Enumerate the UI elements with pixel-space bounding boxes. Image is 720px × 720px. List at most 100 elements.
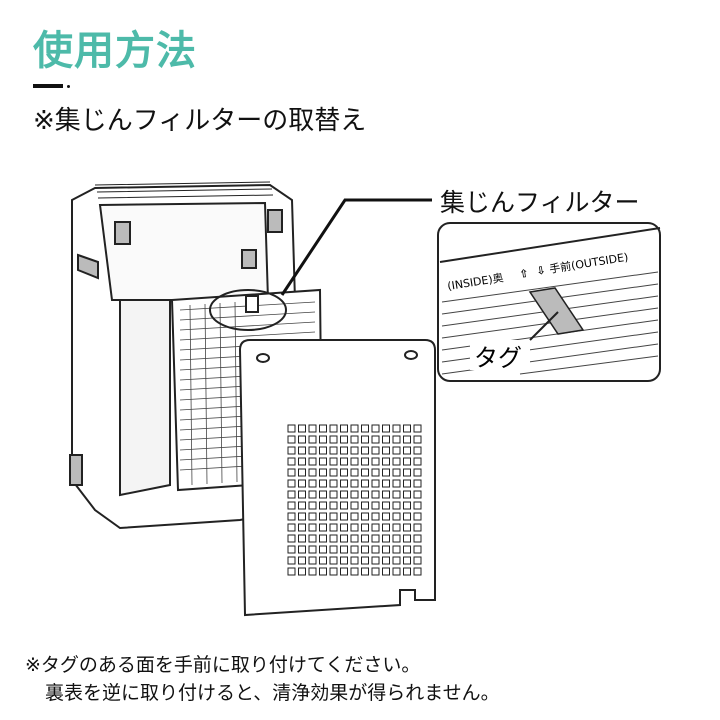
vent-slot <box>350 468 359 477</box>
vent-slot <box>308 512 317 521</box>
vent-slot <box>298 534 306 543</box>
vent-slot <box>350 435 359 444</box>
vent-slot <box>382 523 390 532</box>
vent-slot <box>371 512 380 521</box>
vent-slot <box>350 490 359 499</box>
vent-slot <box>287 457 296 466</box>
callout-leader <box>280 198 432 296</box>
vent-slot <box>329 479 338 488</box>
section-subtitle: ※集じんフィルターの取替え <box>33 106 367 136</box>
vent-slot <box>382 534 390 543</box>
vent-slot <box>392 556 401 565</box>
vent-slot <box>361 534 369 543</box>
vent-slot <box>329 435 338 444</box>
vent-slot <box>382 435 390 444</box>
vent-slot <box>403 446 411 455</box>
vent-slot <box>298 556 306 565</box>
vent-slot <box>413 457 422 466</box>
vent-slot <box>308 468 317 477</box>
vent-slot <box>413 567 422 576</box>
vent-slot <box>382 545 390 554</box>
vent-slot <box>319 545 327 554</box>
vent-slot <box>382 501 390 510</box>
vent-slot <box>371 501 380 510</box>
vent-slot <box>361 424 369 433</box>
vent-slot <box>319 435 327 444</box>
inset-detail: (INSIDE)奥 ⇧ ⇩ 手前(OUTSIDE) タグ <box>437 222 661 382</box>
vent-slot <box>392 468 401 477</box>
vent-slot <box>403 567 411 576</box>
vent-slot <box>392 512 401 521</box>
vent-slot <box>298 567 306 576</box>
vent-slot <box>382 512 390 521</box>
vent-slot <box>329 523 338 532</box>
vent-slot <box>319 446 327 455</box>
vent-slot <box>392 545 401 554</box>
note-line-1: ※タグのある面を手前に取り付けてください。 <box>25 654 421 676</box>
vent-slot <box>403 490 411 499</box>
front-panel <box>238 339 436 617</box>
vent-slot <box>392 457 401 466</box>
vent-slot <box>319 457 327 466</box>
vent-slot <box>298 523 306 532</box>
vent-slot <box>287 424 296 433</box>
vent-slot <box>340 468 348 477</box>
vent-slot <box>340 501 348 510</box>
vent-slot <box>308 567 317 576</box>
vent-slot <box>413 446 422 455</box>
vent-slot <box>403 545 411 554</box>
vent-slot <box>382 490 390 499</box>
down-arrow-icon: ⇩ <box>535 264 546 278</box>
title-divider <box>33 84 63 88</box>
vent-slot <box>371 479 380 488</box>
vent-slot <box>308 424 317 433</box>
vent-slot <box>329 545 338 554</box>
vent-slot <box>350 479 359 488</box>
vent-slot <box>287 556 296 565</box>
vent-slot <box>361 523 369 532</box>
vent-slot <box>392 523 401 532</box>
vent-slot <box>361 490 369 499</box>
vent-slot <box>371 424 380 433</box>
vent-slot <box>413 512 422 521</box>
vent-slot <box>329 446 338 455</box>
vent-slot <box>287 490 296 499</box>
vent-slot <box>287 567 296 576</box>
vent-slot <box>308 479 317 488</box>
vent-slot <box>340 567 348 576</box>
vent-slot <box>361 545 369 554</box>
vent-slot <box>413 523 422 532</box>
vent-slot <box>371 435 380 444</box>
up-arrow-icon: ⇧ <box>518 267 529 281</box>
vent-slot <box>298 468 306 477</box>
vent-slot <box>392 424 401 433</box>
vent-slot <box>287 479 296 488</box>
vent-slot <box>371 468 380 477</box>
vent-slot <box>403 523 411 532</box>
vent-slot <box>287 523 296 532</box>
vent-slot <box>287 534 296 543</box>
vent-slot <box>413 534 422 543</box>
vent-slot <box>350 567 359 576</box>
vent-slot <box>340 545 348 554</box>
vent-slot <box>287 501 296 510</box>
vent-slot <box>308 457 317 466</box>
vent-slot <box>340 534 348 543</box>
vent-slot <box>392 479 401 488</box>
vent-slot <box>329 457 338 466</box>
vent-slot <box>371 446 380 455</box>
vent-slot <box>413 501 422 510</box>
vent-slot <box>403 534 411 543</box>
vent-slot <box>371 545 380 554</box>
vent-slot <box>308 490 317 499</box>
vent-slot <box>340 479 348 488</box>
vent-slot <box>298 490 306 499</box>
vent-slot <box>340 446 348 455</box>
vent-slot <box>413 490 422 499</box>
vent-slot <box>319 490 327 499</box>
vent-slot <box>319 479 327 488</box>
vent-slot <box>350 556 359 565</box>
vent-slot <box>350 457 359 466</box>
vent-slot <box>382 468 390 477</box>
tag-label: タグ <box>474 344 522 372</box>
